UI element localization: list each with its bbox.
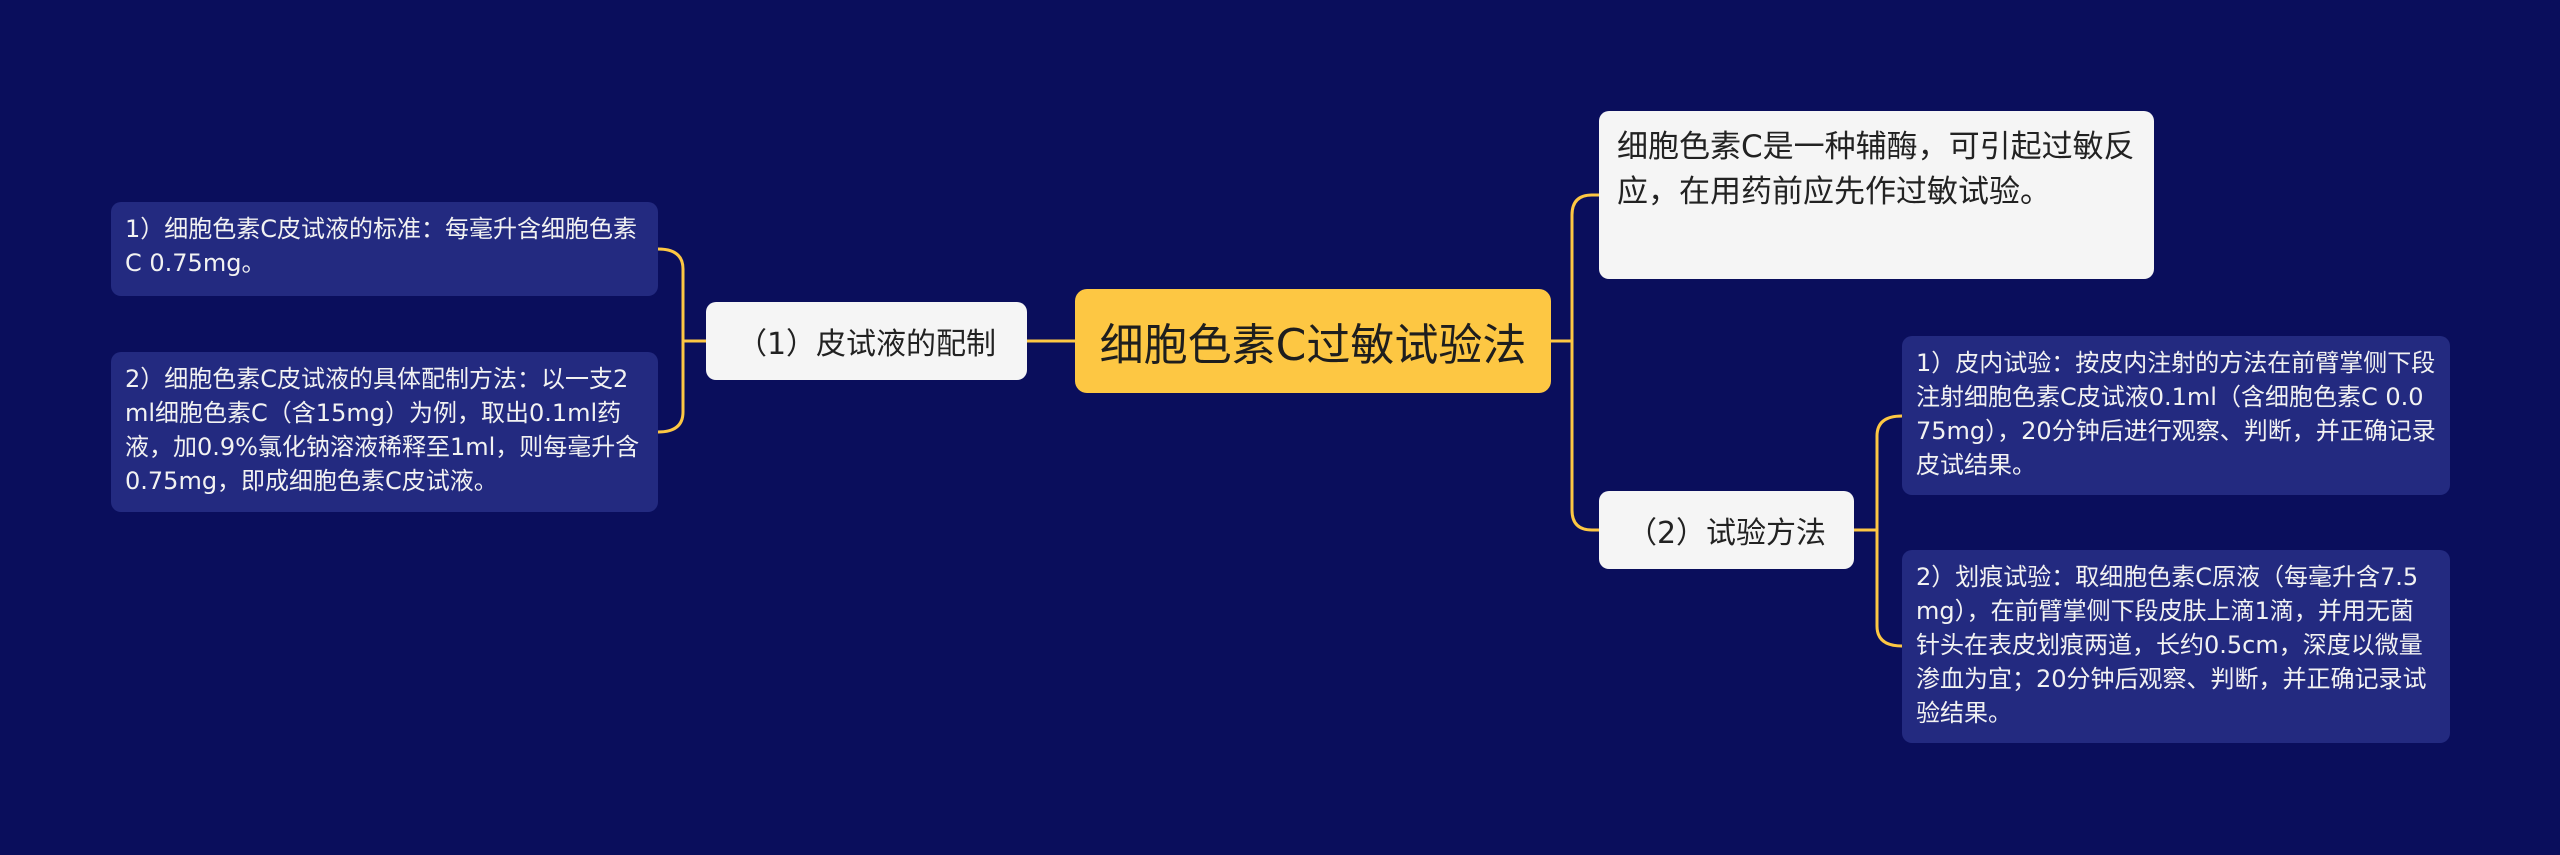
intro-node[interactable]: 细胞色素C是一种辅酶，可引起过敏反应，在用药前应先作过敏试验。 [1599,111,2154,279]
branch-label: （1）皮试液的配制 [736,327,997,362]
root-node[interactable]: 细胞色素C过敏试验法 [1075,289,1551,393]
connector-left-spine [656,247,685,434]
leaf-text: 2）细胞色素C皮试液的具体配制方法：以一支2ml细胞色素C（含15mg）为例，取… [125,365,640,495]
leaf-text: 1）细胞色素C皮试液的标准：每毫升含细胞色素C 0.75mg。 [125,215,638,277]
intro-text: 细胞色素C是一种辅酶，可引起过敏反应，在用药前应先作过敏试验。 [1617,129,2135,210]
leaf-node-standard[interactable]: 1）细胞色素C皮试液的标准：每毫升含细胞色素C 0.75mg。 [111,202,658,296]
leaf-text: 1）皮内试验：按皮内注射的方法在前臂掌侧下段注射细胞色素C皮试液0.1ml（含细… [1916,349,2436,479]
branch-node-test-method[interactable]: （2）试验方法 [1599,491,1854,569]
leaf-text: 2）划痕试验：取细胞色素C原液（每毫升含7.5mg），在前臂掌侧下段皮肤上滴1滴… [1916,563,2427,727]
connector-right-spine [1875,414,1904,648]
connector-spine-right [1570,193,1601,532]
leaf-node-preparation-method[interactable]: 2）细胞色素C皮试液的具体配制方法：以一支2ml细胞色素C（含15mg）为例，取… [111,352,658,512]
leaf-node-intradermal-test[interactable]: 1）皮内试验：按皮内注射的方法在前臂掌侧下段注射细胞色素C皮试液0.1ml（含细… [1902,336,2450,495]
root-label: 细胞色素C过敏试验法 [1099,320,1527,371]
branch-node-skin-test-preparation[interactable]: （1）皮试液的配制 [706,302,1027,380]
branch-label: （2）试验方法 [1626,516,1827,551]
leaf-node-scratch-test[interactable]: 2）划痕试验：取细胞色素C原液（每毫升含7.5mg），在前臂掌侧下段皮肤上滴1滴… [1902,550,2450,743]
